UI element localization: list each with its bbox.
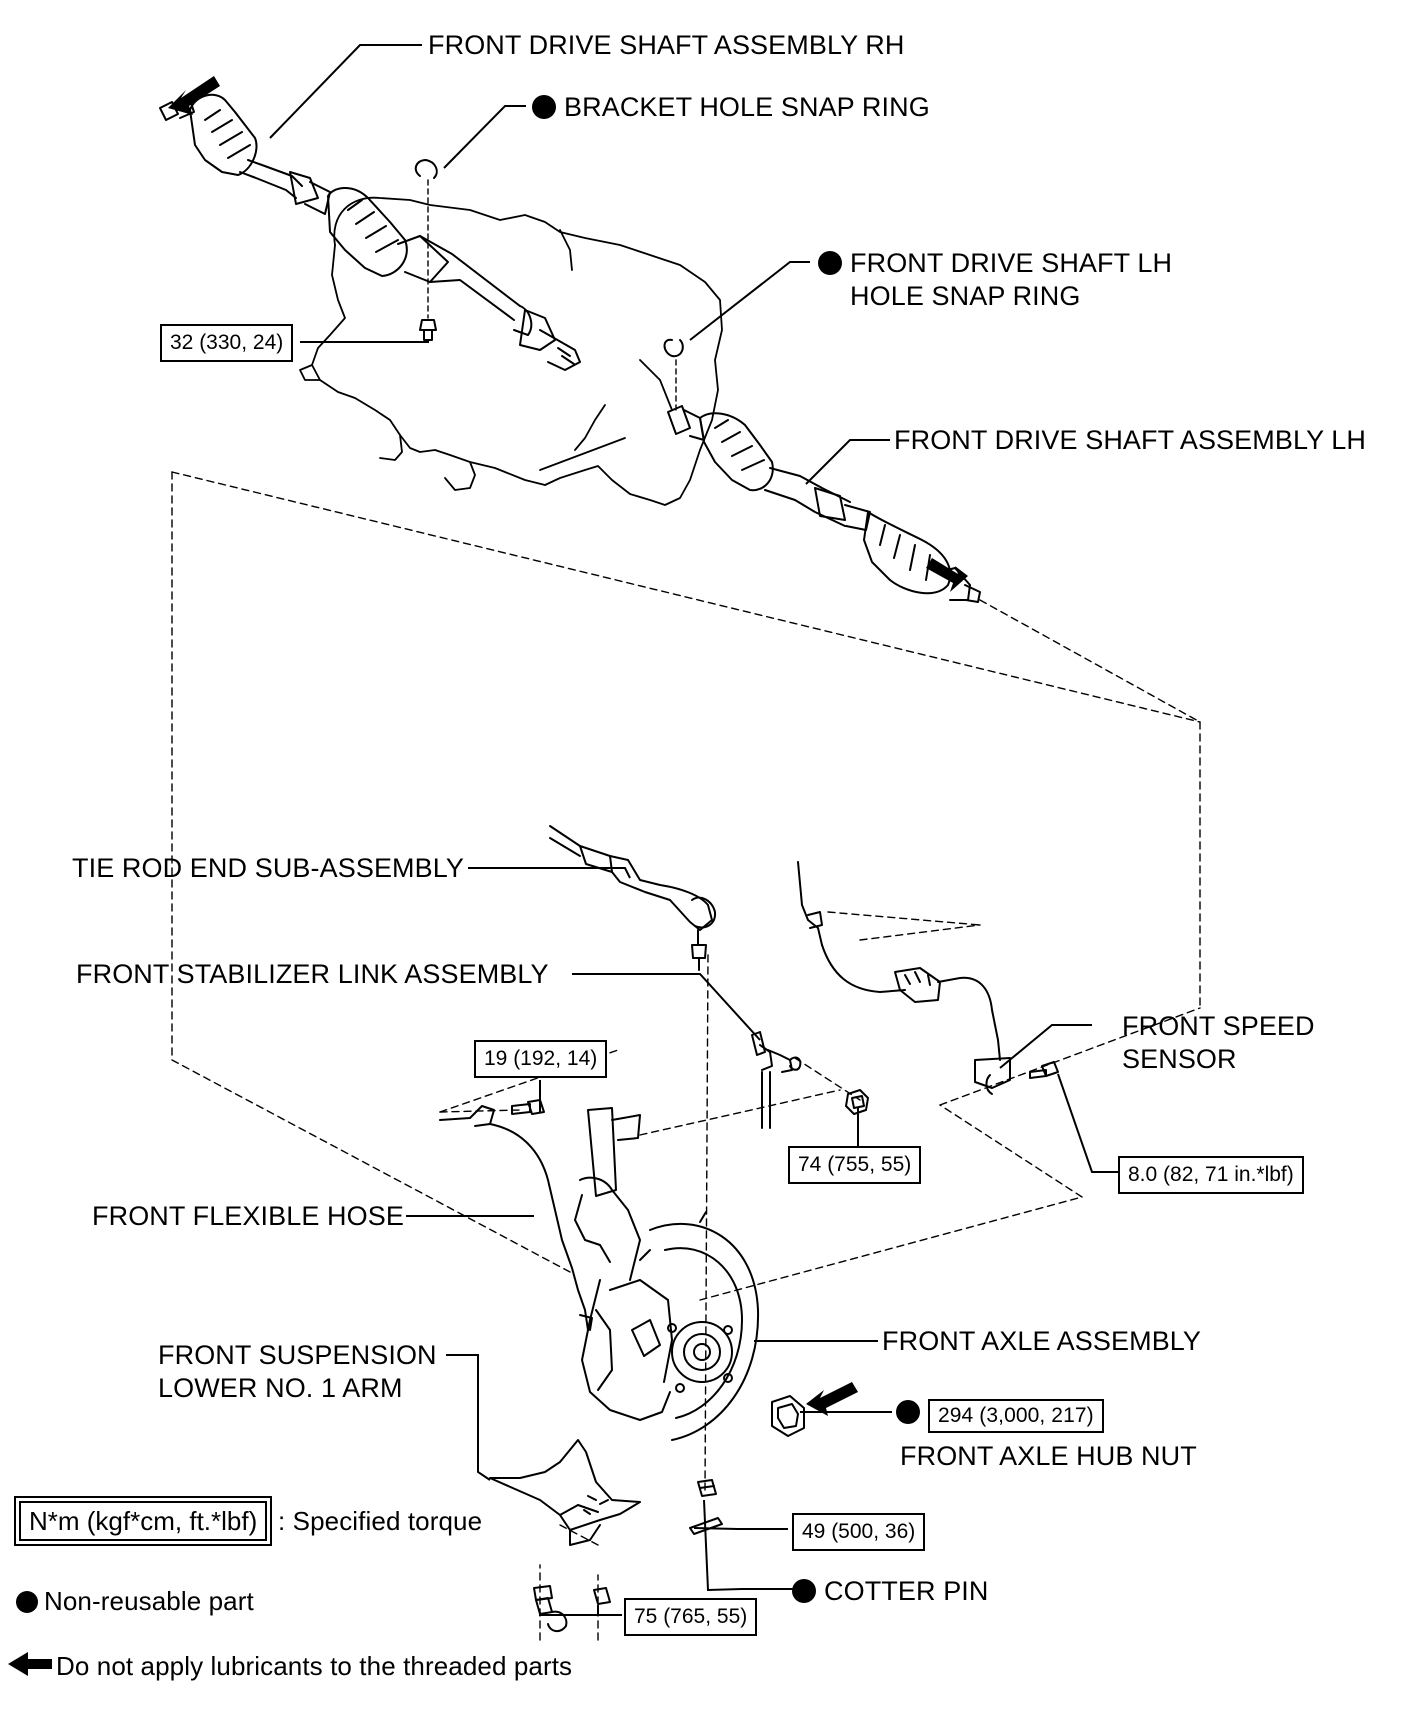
label-speed-sensor-line2: SENSOR [1122, 1044, 1237, 1074]
speed-sensor [797, 861, 1011, 1095]
legend-non-reusable-text: Non-reusable part [44, 1586, 254, 1616]
stabilizer-link [751, 1031, 802, 1129]
tie-rod-nut [697, 1479, 717, 1497]
legend-arrow [8, 1652, 52, 1676]
label-stabilizer-link: FRONT STABILIZER LINK ASSEMBLY [76, 959, 549, 989]
legend-non-reusable: Non-reusable part [16, 1585, 254, 1617]
non-reusable-dot-icon [818, 251, 842, 275]
tie-rod-end [549, 825, 717, 971]
legend-torque-unit: N*m (kgf*cm, ft.*lbf) [19, 1501, 268, 1541]
label-lh-snap-ring: FRONT DRIVE SHAFT LH [818, 247, 1172, 279]
drive-shaft-lh [667, 405, 981, 603]
label-lower-arm: FRONT SUSPENSION [158, 1340, 437, 1370]
label-lower-arm-line2: LOWER NO. 1 ARM [158, 1373, 403, 1403]
torque-stabilizer-nut: 74 (755, 55) [788, 1146, 922, 1184]
flexible-hose [439, 1105, 593, 1331]
arrow-shaft-rh [168, 76, 220, 115]
non-reusable-dot-icon [896, 1400, 920, 1424]
arrow-shaft-lh [926, 558, 968, 592]
non-reusable-dot-icon [792, 1579, 816, 1603]
bracket-bolt [419, 319, 437, 341]
stabilizer-nut [845, 1089, 869, 1115]
brake-disc [639, 1211, 760, 1441]
transaxle-outline [299, 196, 723, 506]
label-axle-assembly: FRONT AXLE ASSEMBLY [882, 1326, 1202, 1356]
label-cotter-pin: COTTER PIN [792, 1575, 989, 1607]
legend-torque-box: N*m (kgf*cm, ft.*lbf) [14, 1496, 273, 1546]
lower-arm-fasteners [533, 1585, 611, 1632]
torque-hub-nut: 294 (3,000, 217) [928, 1399, 1104, 1433]
legend-no-lubricant: Do not apply lubricants to the threaded … [56, 1651, 573, 1681]
torque-tie-rod-nut: 49 (500, 36) [792, 1513, 926, 1551]
non-reusable-dot-icon [16, 1591, 38, 1613]
non-reusable-dot-icon [532, 95, 556, 119]
torque-lower-arm-bolts: 75 (765, 55) [624, 1598, 758, 1636]
axle-hub-nut [771, 1395, 805, 1437]
label-text: FRONT DRIVE SHAFT LH [850, 248, 1173, 278]
no-lube-arrows [8, 76, 968, 1676]
label-bracket-snap-ring: BRACKET HOLE SNAP RING [532, 91, 930, 123]
label-lh-snap-ring-line2: HOLE SNAP RING [850, 281, 1081, 311]
projection-lines [171, 471, 1201, 1641]
torque-bracket-bolt: 32 (330, 24) [160, 324, 294, 362]
torque-sensor-bolt: 8.0 (82, 71 in.*lbf) [1118, 1156, 1304, 1194]
leader-lines [269, 44, 1118, 1616]
lower-arm [489, 1439, 641, 1546]
lh-snap-ring [663, 338, 684, 358]
arrow-hub-nut [806, 1382, 858, 1416]
stabilizer-bolt [511, 1099, 545, 1115]
label-drive-shaft-lh: FRONT DRIVE SHAFT ASSEMBLY LH [894, 425, 1367, 455]
label-text: COTTER PIN [824, 1576, 989, 1606]
torque-stabilizer-bolt: 19 (192, 14) [474, 1040, 608, 1078]
label-hub-nut: FRONT AXLE HUB NUT [900, 1441, 1197, 1471]
legend-torque-desc: : Specified torque [278, 1506, 483, 1536]
label-speed-sensor: FRONT SPEED [1122, 1011, 1315, 1041]
label-drive-shaft-rh: FRONT DRIVE SHAFT ASSEMBLY RH [428, 30, 905, 60]
torque-hub-nut-group: 294 (3,000, 217) [896, 1397, 1104, 1433]
label-flexible-hose: FRONT FLEXIBLE HOSE [92, 1201, 404, 1231]
label-tie-rod-end: TIE ROD END SUB-ASSEMBLY [72, 853, 464, 883]
label-text: BRACKET HOLE SNAP RING [564, 92, 930, 122]
sensor-bolt [1029, 1061, 1059, 1079]
bracket-snap-ring [414, 159, 438, 179]
knuckle [574, 1107, 673, 1421]
cotter-pin-shape [689, 1517, 723, 1535]
